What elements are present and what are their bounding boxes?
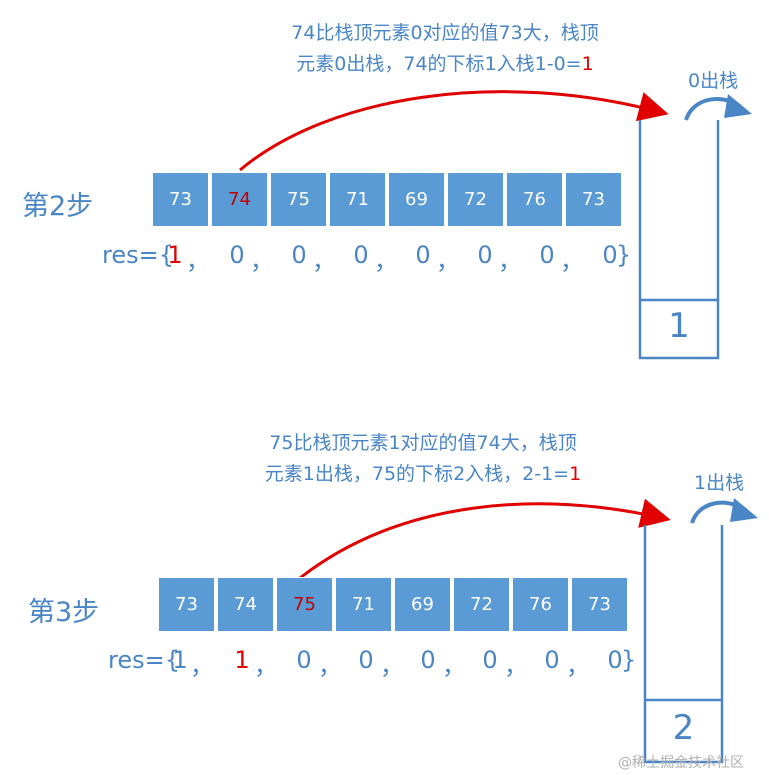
step3-res-prefix: res={ (108, 646, 180, 674)
step3-res-value: 0 (544, 646, 560, 674)
step2-annotation-line2: 元素0出栈，74的下标1入栈1-0=1 (296, 53, 594, 75)
step3-array-cell: 76 (512, 577, 569, 632)
step3-annotation-line2: 元素1出栈，75的下标2入栈，2-1=1 (264, 463, 582, 485)
step3-array-cell: 73 (571, 577, 628, 632)
step2-res-value: 0 (602, 241, 618, 269)
step3-res-value: 1 (234, 646, 250, 674)
step2-array-cell-current: 74 (211, 172, 268, 227)
step3-res-value: 1 (172, 646, 188, 674)
step2-res-value: 0 (477, 241, 493, 269)
step2-pop-label: 0出栈 (688, 70, 739, 92)
step3-pop-label: 1出栈 (694, 472, 745, 494)
step3-res-suffix: } (621, 646, 637, 674)
step3-array-cell: 71 (335, 577, 392, 632)
step3-pop-arrowhead (730, 498, 758, 522)
step3-annotation-result: 1 (569, 463, 582, 485)
step2-array-cell: 72 (447, 172, 504, 227)
step2-res-value: 0 (539, 241, 555, 269)
step2-array-cell: 73 (565, 172, 622, 227)
step3-annotation-line1: 75比栈顶元素1对应的值74大，栈顶 (269, 432, 577, 454)
step2-array-cell: 75 (270, 172, 327, 227)
step3-stack-value: 2 (672, 708, 695, 748)
step3-array-cell: 74 (217, 577, 274, 632)
step3-red-arrow (299, 498, 671, 580)
step2-res-value: 0 (229, 241, 245, 269)
step3-res-value: 0 (607, 646, 623, 674)
step2-red-arrow (239, 90, 669, 172)
step2-res-suffix: } (616, 241, 632, 269)
step2-res-value: 0 (415, 241, 431, 269)
watermark: @稀土掘金技术社区 (618, 755, 744, 771)
step3-res-value: 0 (296, 646, 312, 674)
step3-res-value: 0 (358, 646, 374, 674)
step2-annotation-line1: 74比栈顶元素0对应的值73大，栈顶 (291, 22, 599, 44)
step2-array-cell: 71 (329, 172, 386, 227)
step3-array-cell-current: 75 (276, 577, 333, 632)
step3-title: 第3步 (28, 597, 100, 628)
step2-array-cell: 76 (506, 172, 563, 227)
step2-res-value: 1 (167, 241, 183, 269)
step2-res-value: 0 (291, 241, 307, 269)
step2-res-prefix: res={ (102, 241, 174, 269)
step2-title: 第2步 (22, 191, 94, 222)
step2-stack (638, 120, 720, 360)
step2-res-value: 0 (353, 241, 369, 269)
step2-annotation: 74比栈顶元素0对应的值73大，栈顶 元素0出栈，74的下标1入栈1-0=1 (230, 18, 660, 80)
step2-array-cell: 73 (152, 172, 209, 227)
step2-pop-arrowhead (724, 94, 752, 118)
step3-array-cell: 72 (453, 577, 510, 632)
step3-array-cell: 69 (394, 577, 451, 632)
step3-array-cell: 73 (158, 577, 215, 632)
step3-res-value: 0 (420, 646, 436, 674)
step3-res-value: 0 (482, 646, 498, 674)
step3-stack (643, 525, 724, 764)
step2-stack-value: 1 (668, 306, 690, 346)
step2-array-cell: 69 (388, 172, 445, 227)
step2-annotation-result: 1 (581, 53, 594, 75)
step3-annotation: 75比栈顶元素1对应的值74大，栈顶 元素1出栈，75的下标2入栈，2-1=1 (208, 428, 638, 490)
